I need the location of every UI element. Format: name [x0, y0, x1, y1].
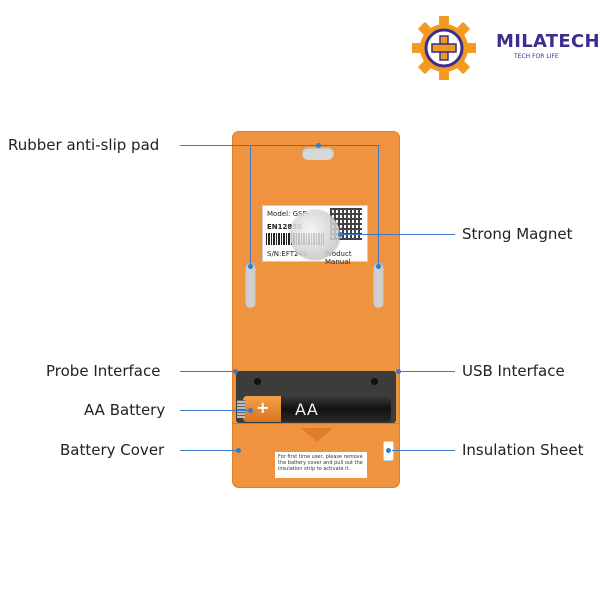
dot-pad-center: [316, 143, 321, 148]
hanging-slot: [302, 147, 334, 160]
dot-pad-right: [376, 264, 381, 269]
leader-insulation-sheet: [392, 450, 455, 451]
leader-pad-left-vertical: [250, 145, 251, 265]
label-en: EN12830: [267, 223, 302, 231]
leader-battery-cover: [180, 450, 238, 451]
callout-probe-interface: Probe Interface: [46, 362, 161, 380]
cover-tab-arrow-icon: [301, 428, 333, 442]
brand-name: MILATECH: [496, 31, 600, 52]
label-sn: S/N:EFT249: [267, 250, 308, 258]
dot-probe: [233, 369, 238, 374]
anti-slip-pad-left: [245, 262, 256, 308]
dot-usb: [396, 369, 401, 374]
battery-cover-seam: [232, 423, 400, 424]
usb-port-hole: [371, 378, 378, 385]
leader-rubber-pad: [180, 145, 380, 146]
label-model: Model: GSP-: [267, 210, 310, 218]
anti-slip-pad-right: [373, 262, 384, 308]
milatech-gear-logo-icon: [412, 16, 476, 80]
brand-tagline: TECH FOR LIFE: [514, 53, 559, 60]
callout-usb-interface: USB Interface: [462, 362, 565, 380]
strong-magnet-disc: [290, 210, 340, 260]
callout-aa-battery: AA Battery: [84, 401, 166, 419]
battery-plus-sign: +: [256, 398, 270, 417]
leader-strong-magnet: [340, 234, 455, 235]
callout-rubber-pad: Rubber anti-slip pad: [8, 136, 160, 154]
leader-aa-battery: [180, 410, 250, 411]
callout-battery-cover: Battery Cover: [60, 441, 165, 459]
dot-cover: [236, 448, 241, 453]
dot-magnet: [338, 232, 343, 237]
activation-notice: For first time user, please remove the b…: [275, 452, 367, 478]
probe-port-hole: [254, 378, 261, 385]
callout-insulation-sheet: Insulation Sheet: [462, 441, 584, 459]
dot-battery: [248, 408, 253, 413]
dot-pad-left: [248, 264, 253, 269]
leader-pad-right-vertical: [378, 145, 379, 265]
label-manual: Product Manual: [325, 250, 352, 266]
leader-probe-interface: [180, 371, 236, 372]
leader-usb-interface: [398, 371, 455, 372]
dot-insulation: [386, 448, 391, 453]
battery-text: AA BATTERY: [295, 400, 368, 422]
callout-strong-magnet: Strong Magnet: [462, 225, 573, 243]
battery-spring: [237, 400, 245, 418]
